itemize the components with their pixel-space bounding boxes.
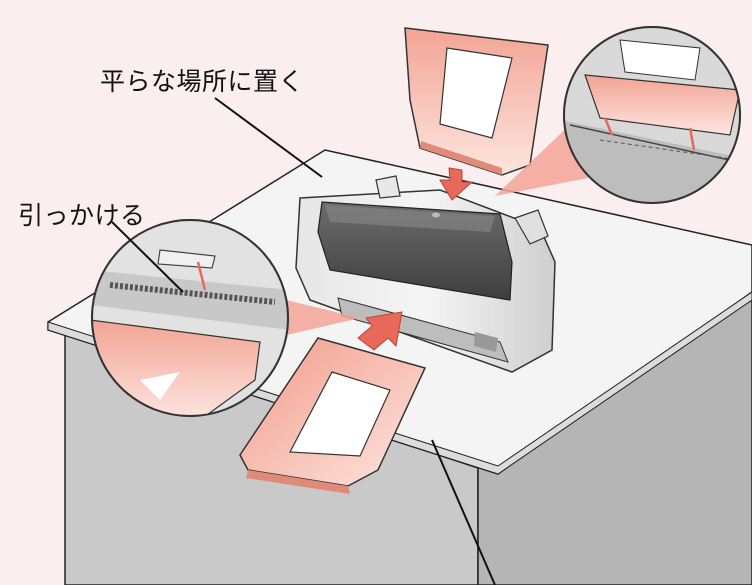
front-paper-tray	[239, 337, 427, 494]
hook-label: 引っかける	[18, 201, 146, 230]
place-leader-line	[214, 97, 323, 178]
arrow-down	[439, 167, 474, 201]
rear-paper-support	[404, 27, 549, 176]
table-leader-line	[431, 439, 496, 585]
place-flat-label: 平らな場所に置く	[100, 67, 305, 96]
right-zoom-circle	[563, 26, 741, 204]
left-zoom-circle	[91, 219, 289, 417]
table-top-edge	[47, 291, 752, 475]
printer	[295, 175, 556, 373]
left-zoom-pointer	[270, 296, 360, 338]
arrow-up	[357, 311, 403, 351]
right-zoom-pointer	[495, 120, 588, 196]
hook-leader-line	[111, 221, 184, 293]
